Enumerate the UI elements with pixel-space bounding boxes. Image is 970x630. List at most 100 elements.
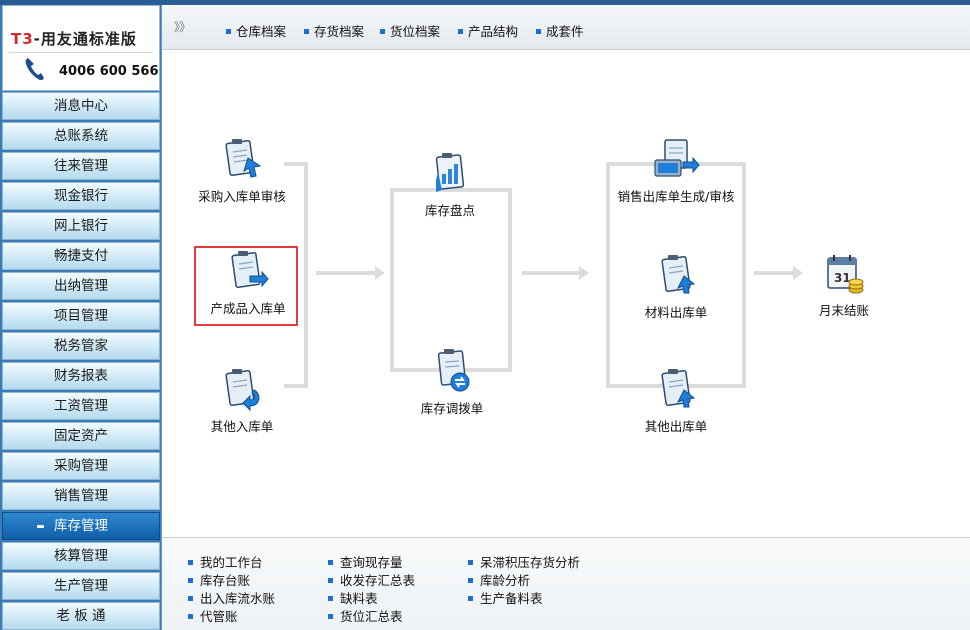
link-slow-moving-analysis[interactable]: 呆滞积压存货分析 [468, 552, 580, 571]
link-inventory-ledger[interactable]: 库存台账 [188, 570, 250, 589]
link-production-material[interactable]: 生产备料表 [468, 588, 543, 607]
sidebar-item-label: 老 板 通 [56, 608, 106, 624]
sidebar-item-7[interactable]: 项目管理 [2, 302, 160, 330]
module-nav: 消息中心总账系统往来管理现金银行网上银行畅捷支付出纳管理项目管理税务管家财务报表… [2, 92, 160, 630]
quick-links-panel: 我的工作台 库存台账 出入库流水账 代管账 查询现存量 收发存汇总表 缺料表 货… [162, 537, 970, 630]
sidebar-item-13[interactable]: 销售管理 [2, 482, 160, 510]
sidebar-item-8[interactable]: 税务管家 [2, 332, 160, 360]
sidebar-item-label: 工资管理 [54, 398, 108, 414]
sidebar-item-label: 总账系统 [54, 128, 108, 144]
sidebar-item-12[interactable]: 采购管理 [2, 452, 160, 480]
sidebar-item-3[interactable]: 现金银行 [2, 182, 160, 210]
active-marker-icon [37, 525, 44, 528]
link-in-out-journal[interactable]: 出入库流水账 [188, 588, 275, 607]
top-strip [0, 0, 970, 5]
support-phone: 4006 600 566 [59, 64, 159, 79]
brand-title: T3-用友通标准版 [11, 30, 137, 48]
bullet-icon [380, 29, 385, 34]
calendar-coins-icon: 31 [827, 255, 864, 294]
stocktake-chart-icon [435, 153, 465, 192]
document-out-icon [661, 369, 696, 408]
bullet-icon [304, 29, 309, 34]
sidebar-item-label: 消息中心 [54, 98, 108, 114]
sidebar-item-6[interactable]: 出纳管理 [2, 272, 160, 300]
bullet-icon [328, 560, 333, 565]
toolbar-product-structure[interactable]: 产品结构 [458, 21, 518, 40]
flow-arrow-2 [522, 266, 589, 280]
link-custody-account[interactable]: 代管账 [188, 606, 238, 625]
inventory-flow-diagram: 采购入库单审核 产成品入库单 其他入库单 [162, 50, 970, 537]
sidebar-item-16[interactable]: 生产管理 [2, 572, 160, 600]
sidebar-item-label: 网上银行 [54, 218, 108, 234]
link-shortage-report[interactable]: 缺料表 [328, 588, 378, 607]
link-aging-analysis[interactable]: 库龄分析 [468, 570, 530, 589]
bullet-icon [536, 29, 541, 34]
sidebar-item-label: 项目管理 [54, 308, 108, 324]
sidebar-item-label: 销售管理 [54, 488, 108, 504]
logo-divider [9, 52, 153, 53]
sidebar-item-label: 现金银行 [54, 188, 108, 204]
bullet-icon [188, 596, 193, 601]
bullet-icon [468, 596, 473, 601]
bullet-icon [188, 560, 193, 565]
node-other-out[interactable]: 其他出库单 [634, 366, 718, 435]
document-in-icon [231, 251, 269, 289]
sidebar-item-4[interactable]: 网上银行 [2, 212, 160, 240]
bullet-icon [328, 614, 333, 619]
sidebar-item-label: 生产管理 [54, 578, 108, 594]
sidebar-item-15[interactable]: 核算管理 [2, 542, 160, 570]
sidebar-item-label: 固定资产 [54, 428, 108, 444]
document-out-icon [661, 255, 696, 294]
computer-doc-icon [654, 139, 700, 177]
selected-node-highlight [194, 246, 298, 326]
toolbar-location-archive[interactable]: 货位档案 [380, 21, 440, 40]
flow-arrow-3 [754, 266, 803, 280]
bullet-icon [468, 578, 473, 583]
sidebar-item-2[interactable]: 往来管理 [2, 152, 160, 180]
flow-arrow-1 [316, 266, 385, 280]
toolbar-inventory-archive[interactable]: 存货档案 [304, 21, 364, 40]
link-location-summary[interactable]: 货位汇总表 [328, 606, 403, 625]
sidebar-item-label: 核算管理 [54, 548, 108, 564]
link-stock-summary[interactable]: 收发存汇总表 [328, 570, 415, 589]
node-purchase-in-audit[interactable]: 采购入库单审核 [196, 136, 288, 205]
sidebar: T3-用友通标准版 4006 600 566 消息中心总账系统往来管理现金银行网… [0, 5, 162, 630]
bullet-icon [458, 29, 463, 34]
node-transfer[interactable]: 库存调拨单 [410, 346, 494, 417]
transfer-doc-icon [437, 349, 470, 392]
toolbar-kit-parts[interactable]: 成套件 [536, 21, 584, 40]
sidebar-item-label: 往来管理 [54, 158, 108, 174]
expand-chevrons-icon[interactable]: 》》 [174, 20, 191, 34]
document-return-icon [225, 369, 260, 412]
node-material-out[interactable]: 材料出库单 [634, 252, 718, 321]
brand-logo: T3-用友通标准版 4006 600 566 [2, 5, 160, 91]
svg-text:31: 31 [834, 271, 851, 285]
node-other-in[interactable]: 其他入库单 [196, 366, 288, 435]
sidebar-item-5[interactable]: 畅捷支付 [2, 242, 160, 270]
link-my-workbench[interactable]: 我的工作台 [188, 552, 263, 571]
document-check-icon [225, 139, 262, 178]
flow-bracket-in [284, 162, 308, 388]
node-stocktake[interactable]: 库存盘点 [406, 150, 494, 219]
sidebar-item-0[interactable]: 消息中心 [2, 92, 160, 120]
sidebar-item-11[interactable]: 固定资产 [2, 422, 160, 450]
bullet-icon [468, 560, 473, 565]
sidebar-item-9[interactable]: 财务报表 [2, 362, 160, 390]
sidebar-item-label: 财务报表 [54, 368, 108, 384]
sidebar-item-10[interactable]: 工资管理 [2, 392, 160, 420]
toolbar: 》》 仓库档案 存货档案 货位档案 产品结构 成套件 [162, 5, 970, 50]
node-product-in[interactable]: 产成品入库单 [202, 248, 294, 317]
node-month-end[interactable]: 31 月末结账 [808, 250, 880, 319]
sidebar-item-17[interactable]: 老 板 通 [2, 602, 160, 630]
link-query-stock[interactable]: 查询现存量 [328, 552, 403, 571]
bullet-icon [328, 596, 333, 601]
toolbar-warehouse-archive[interactable]: 仓库档案 [226, 21, 286, 40]
sidebar-item-14[interactable]: 库存管理 [2, 512, 160, 540]
sidebar-item-label: 税务管家 [54, 338, 108, 354]
sidebar-item-1[interactable]: 总账系统 [2, 122, 160, 150]
bullet-icon [226, 29, 231, 34]
bullet-icon [188, 614, 193, 619]
node-sales-out[interactable]: 销售出库单生成/审核 [614, 136, 738, 205]
sidebar-item-label: 出纳管理 [54, 278, 108, 294]
